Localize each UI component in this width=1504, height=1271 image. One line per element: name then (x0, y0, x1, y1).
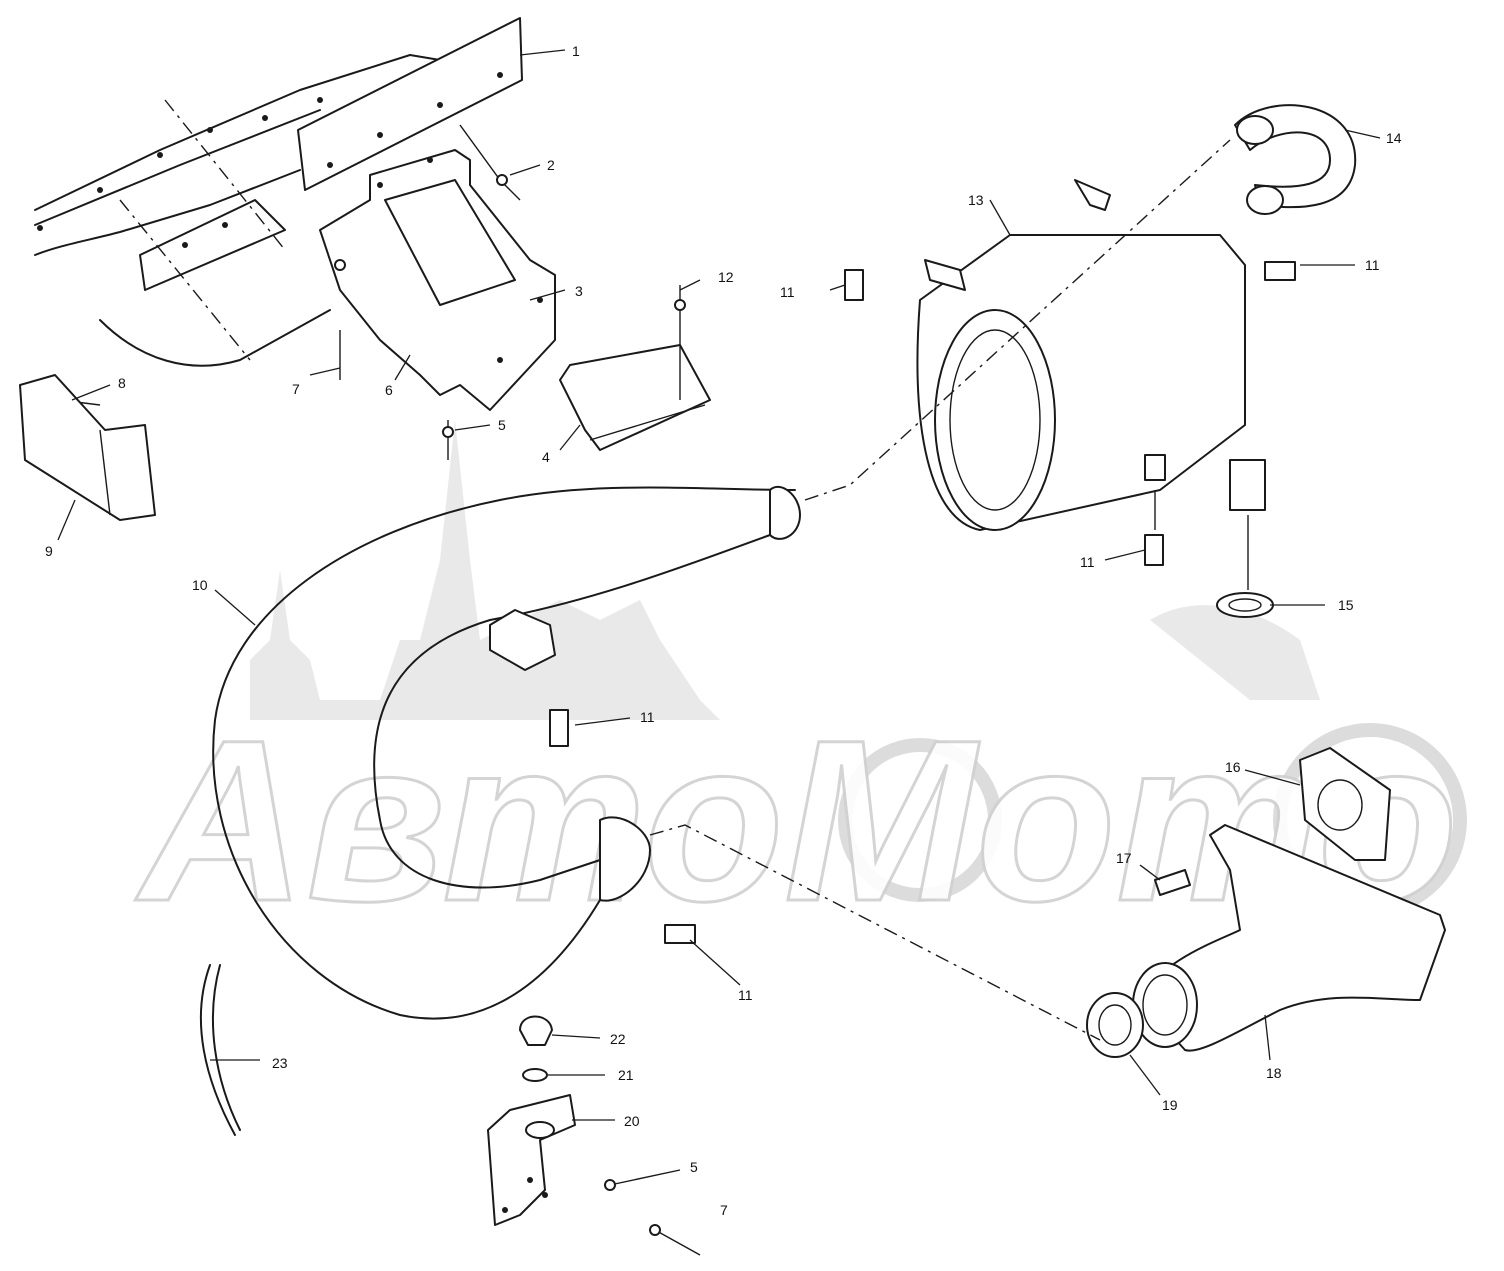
callout-17: 17 (1116, 850, 1132, 866)
part-1-heat-shield (297, 17, 523, 191)
callout-23: 23 (272, 1055, 288, 1071)
leader-lines (57, 49, 1381, 1121)
part-10-expansion-chamber (212, 485, 801, 1020)
callout-12: 12 (718, 269, 734, 285)
chassis-frame (34, 54, 441, 367)
callout-3: 3 (575, 283, 583, 299)
callout-21: 21 (618, 1067, 634, 1083)
part-9-plate (19, 374, 156, 521)
callout-9: 9 (45, 543, 53, 559)
callout-10: 10 (192, 577, 208, 593)
callout-16: 16 (1225, 759, 1241, 775)
watermark-city-silhouette (250, 420, 720, 720)
part-14-u-pipe (1234, 104, 1357, 215)
callout-14: 14 (1386, 130, 1402, 146)
part-17-stud (1154, 869, 1191, 896)
callout-11-e: 11 (738, 987, 753, 1003)
part-15-gasket (1216, 592, 1274, 618)
callout-11-c: 11 (1080, 554, 1095, 570)
callout-2: 2 (547, 157, 555, 173)
callout-7-lower: 7 (720, 1202, 728, 1218)
callout-13: 13 (968, 192, 984, 208)
callout-18: 18 (1266, 1065, 1282, 1081)
callout-8: 8 (118, 375, 126, 391)
part-13-muffler (916, 179, 1266, 531)
part-3-bracket (319, 149, 556, 411)
callout-20: 20 (624, 1113, 640, 1129)
callout-11-b: 11 (1365, 257, 1380, 273)
part-16-flange-gasket (1299, 747, 1391, 861)
callout-5-upper: 5 (498, 417, 506, 433)
callout-19: 19 (1162, 1097, 1178, 1113)
callout-11-d: 11 (640, 709, 655, 725)
part-4-shield (559, 344, 711, 451)
callout-labels: 1 2 3 4 5 5 6 7 7 8 9 10 11 11 11 11 11 … (45, 43, 1402, 1218)
part-20-bracket (487, 1094, 576, 1226)
watermark-motorbike-silhouette (838, 605, 1467, 917)
callout-15: 15 (1338, 597, 1354, 613)
callout-1: 1 (572, 43, 580, 59)
callout-11-a: 11 (780, 284, 795, 300)
fasteners-lower (604, 1169, 701, 1256)
callout-6: 6 (385, 382, 393, 398)
part-2-rivet (459, 124, 521, 201)
part-19-coupler (1086, 992, 1144, 1058)
callout-7-upper: 7 (292, 381, 300, 397)
parts-21-22-23 (199, 964, 553, 1136)
callout-5-lower: 5 (690, 1159, 698, 1175)
springs (549, 261, 1296, 944)
callout-22: 22 (610, 1031, 626, 1047)
assembly-centerlines (649, 139, 1249, 1041)
callout-4: 4 (542, 449, 550, 465)
